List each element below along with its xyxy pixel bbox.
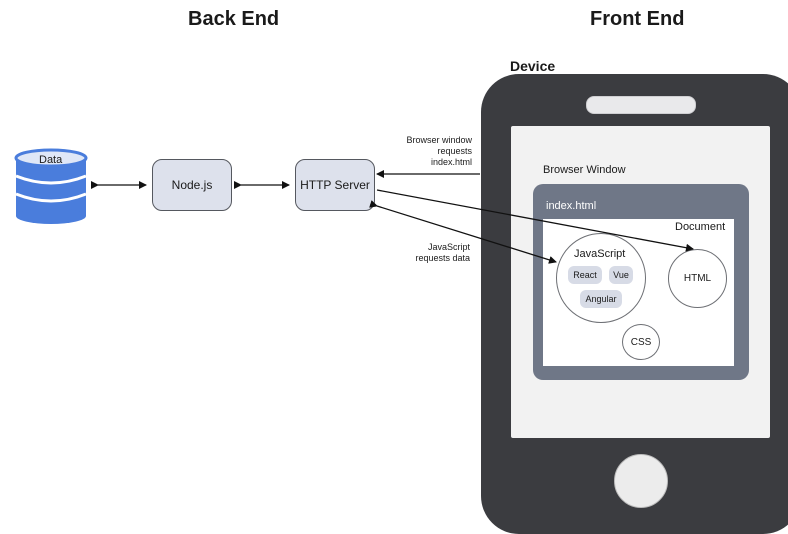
data-label: Data [39, 154, 63, 166]
arrow-js-request [369, 200, 557, 264]
http-server-node: HTTP Server [295, 159, 375, 211]
database-icon [14, 148, 88, 224]
html-circle: HTML [668, 249, 727, 308]
index-html-label: index.html [546, 200, 597, 212]
angular-chip: Angular [580, 290, 622, 308]
vue-chip: Vue [609, 266, 633, 284]
browser-window-label: Browser Window [543, 164, 626, 176]
javascript-label: JavaScript [574, 248, 626, 260]
nodejs-node: Node.js [152, 159, 232, 211]
arrow-http-to-html [376, 189, 694, 252]
phone-speaker [586, 96, 696, 114]
front-end-heading: Front End [590, 8, 685, 30]
react-chip: React [568, 266, 602, 284]
document-label: Document [675, 221, 726, 233]
home-button[interactable] [614, 454, 668, 508]
browser-request-label: Browser window requests index.html [406, 135, 472, 167]
back-end-heading: Back End [188, 8, 280, 30]
css-circle: CSS [622, 324, 660, 360]
device-heading: Device [510, 58, 556, 74]
connector-arrows [91, 170, 694, 264]
